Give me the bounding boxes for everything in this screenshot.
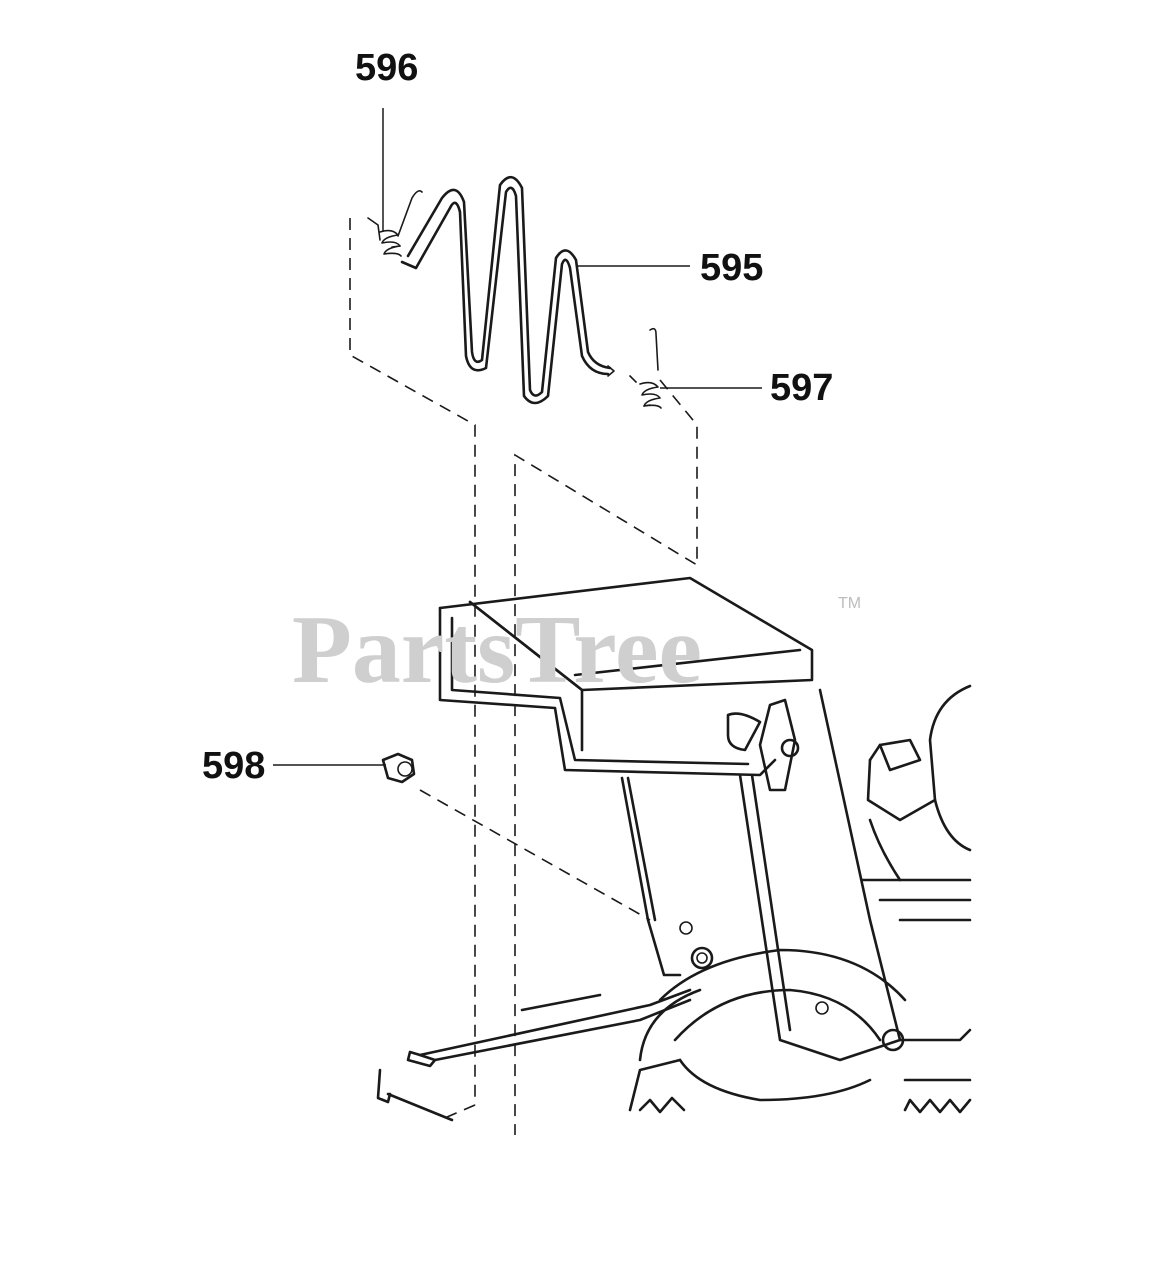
watermark: PartsTree TM bbox=[292, 595, 861, 704]
callout-596: 596 bbox=[355, 47, 418, 89]
spring-597-icon bbox=[629, 327, 662, 409]
wire-595-icon bbox=[400, 175, 615, 405]
nut-598-icon bbox=[381, 752, 416, 784]
chute-deflector-icon bbox=[376, 576, 972, 1122]
callout-598: 598 bbox=[202, 745, 265, 787]
callout-labels: 596 595 597 598 bbox=[202, 47, 833, 787]
callout-595: 595 bbox=[700, 247, 763, 289]
leader-lines bbox=[273, 108, 762, 766]
callout-597: 597 bbox=[770, 367, 833, 409]
watermark-text: PartsTree bbox=[292, 596, 702, 704]
watermark-trademark: TM bbox=[838, 595, 861, 612]
spring-596-icon bbox=[367, 190, 423, 257]
